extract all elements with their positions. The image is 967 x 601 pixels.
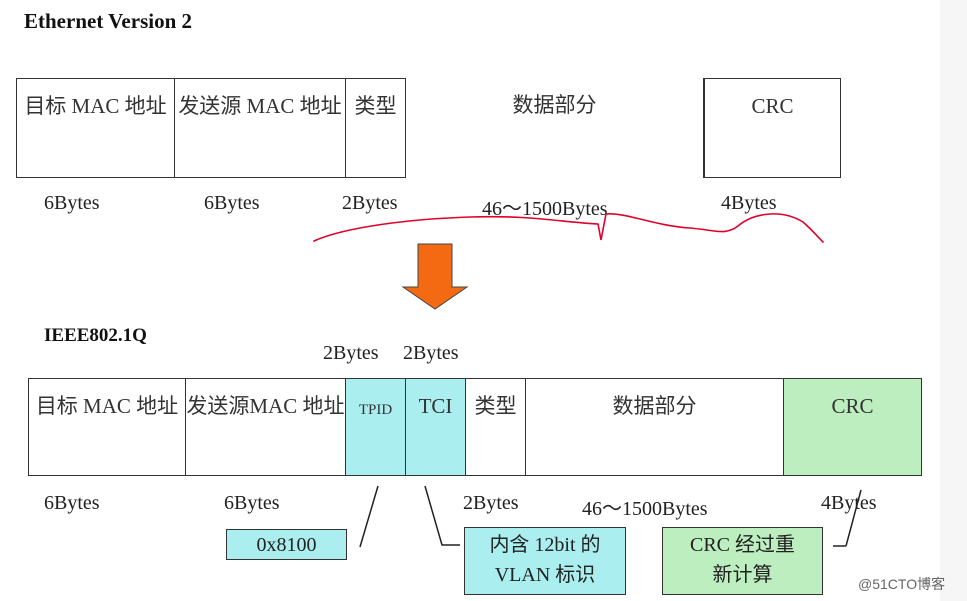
ethernet-field-src-mac: 发送源 MAC 地址 [175, 78, 346, 178]
callout-line-tpid [359, 485, 379, 548]
dot1q-field-data: 数据部分 [526, 378, 784, 476]
ethernet-field-type: 类型 [346, 78, 406, 178]
callout-line-tci [424, 485, 460, 546]
dot1q-field-src-mac: 发送源MAC 地址 [186, 378, 346, 476]
callout-tci-note: 内含 12bit 的 VLAN 标识 [464, 527, 626, 595]
dot1q-title: IEEE802.1Q [44, 325, 147, 346]
dot1q-frame: 目标 MAC 地址 发送源MAC 地址 TPID TCI 类型 数据部分 CRC [28, 378, 922, 476]
dot1q-size-dst: 6Bytes [44, 492, 100, 514]
ethernet-field-dst-mac: 目标 MAC 地址 [16, 78, 175, 178]
dot1q-field-tpid: TPID [346, 378, 406, 476]
ethernet-size-dst: 6Bytes [44, 192, 100, 214]
ethernet-field-data: 数据部分 [406, 78, 704, 178]
callout-tpid-value: 0x8100 [226, 529, 347, 560]
red-underline [313, 213, 824, 243]
down-arrow-icon [401, 243, 469, 310]
ethernet-field-crc: CRC [704, 78, 841, 178]
callout-crc-note: CRC 经过重新计算 [662, 527, 823, 595]
dot1q-size-type: 2Bytes [463, 492, 519, 514]
dot1q-size-tpid: 2Bytes [323, 342, 379, 364]
watermark: @51CTO博客 [858, 576, 946, 592]
dot1q-size-src: 6Bytes [224, 492, 280, 514]
dot1q-field-tci: TCI [406, 378, 466, 476]
dot1q-size-data: 46～1500Bytes [582, 498, 708, 520]
ethernet-frame: 目标 MAC 地址 发送源 MAC 地址 类型 数据部分 CRC [16, 78, 841, 178]
callout-line-crc [845, 489, 862, 547]
ethernet-size-type: 2Bytes [342, 192, 398, 214]
ethernet-size-data: 46～1500Bytes [482, 198, 608, 220]
dot1q-field-crc: CRC [784, 378, 922, 476]
ethernet-size-crc: 4Bytes [721, 192, 777, 214]
dot1q-size-crc: 4Bytes [821, 492, 877, 514]
dot1q-field-dst-mac: 目标 MAC 地址 [28, 378, 186, 476]
ethernet-size-src: 6Bytes [204, 192, 260, 214]
ethernet-title: Ethernet Version 2 [24, 9, 192, 33]
dot1q-size-tci: 2Bytes [403, 342, 459, 364]
dot1q-field-type: 类型 [466, 378, 526, 476]
side-strip [940, 0, 967, 601]
